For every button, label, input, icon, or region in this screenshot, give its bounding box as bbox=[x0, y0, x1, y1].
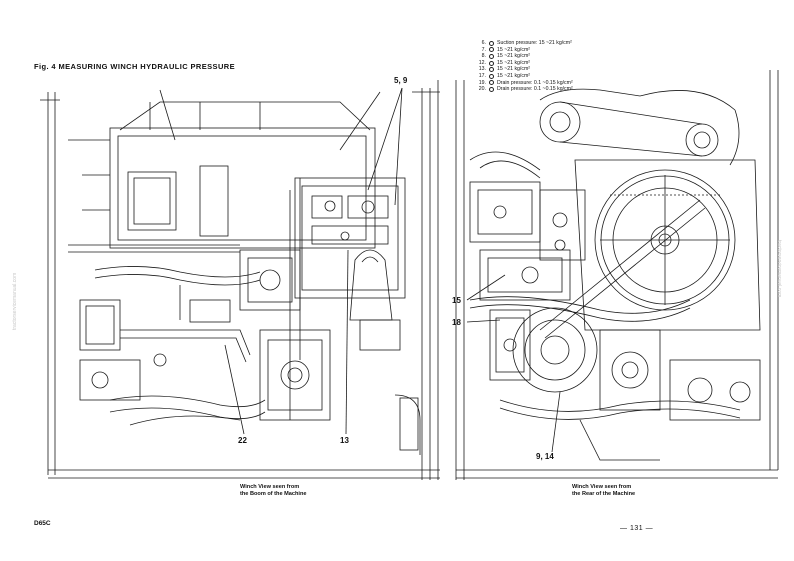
legend-text: 15 ~21 kg/cm² bbox=[497, 66, 531, 73]
legend-row: 19. Drain pressure: 0.1 ~0.15 kg/cm² bbox=[472, 80, 612, 87]
legend-row: 12. 15 ~21 kg/cm² bbox=[472, 60, 612, 67]
legend-text: Suction pressure: 15 ~21 kg/cm² bbox=[497, 40, 572, 46]
gauge-port-icon bbox=[489, 53, 494, 59]
pressure-legend: 6. Suction pressure: 15 ~21 kg/cm² 7. 15 ~2… bbox=[472, 40, 612, 93]
right-view-drum bbox=[574, 159, 761, 331]
page-number: — 131 — bbox=[620, 525, 654, 532]
legend-text: 15 ~21 kg/cm² bbox=[497, 53, 531, 60]
callout-18: 18 bbox=[452, 318, 461, 327]
callout-9-14: 9, 14 bbox=[536, 452, 554, 461]
figure-title: Fig. 4 MEASURING WINCH HYDRAULIC PRESSUR… bbox=[34, 62, 235, 71]
legend-text: 15 ~21 kg/cm² bbox=[497, 59, 531, 66]
legend-number: 7. bbox=[481, 46, 486, 53]
legend-text: Drain pressure: 0.1 ~0.15 kg/cm² bbox=[497, 79, 573, 86]
watermark-right: tractorservicemanual.com bbox=[776, 240, 782, 298]
right-view-hoses bbox=[469, 151, 741, 461]
caption-right-line1: Winch View seen from bbox=[572, 484, 632, 490]
left-view-valves bbox=[239, 177, 406, 421]
caption-left: Winch View seen from the Boom of the Mac… bbox=[240, 484, 307, 498]
gauge-port-icon bbox=[489, 80, 494, 86]
legend-number: 20. bbox=[478, 86, 486, 93]
gauge-port-icon bbox=[489, 86, 494, 92]
legend-text: 15 ~21 kg/cm² bbox=[497, 46, 531, 53]
legend-row: 7. 15 ~21 kg/cm² bbox=[472, 47, 612, 54]
left-view-housing bbox=[68, 89, 381, 253]
legend-row: 17. 15 ~21 kg/cm² bbox=[472, 73, 612, 80]
gauge-port-icon bbox=[489, 73, 494, 79]
right-view-frame bbox=[455, 70, 779, 480]
legend-text: 15 ~21 kg/cm² bbox=[497, 72, 531, 79]
right-leader-lines bbox=[466, 274, 561, 453]
caption-right-line2: the Rear of the Machine bbox=[572, 491, 636, 498]
left-view-piping bbox=[79, 266, 421, 455]
caption-left-line2: the Boom of the Machine bbox=[240, 491, 307, 498]
gauge-port-icon bbox=[489, 40, 494, 46]
caption-left-line1: Winch View seen from bbox=[240, 484, 300, 490]
legend-number: 19. bbox=[478, 79, 486, 86]
gauge-port-icon bbox=[489, 60, 494, 66]
legend-number: 12. bbox=[478, 59, 486, 66]
legend-row: 6. Suction pressure: 15 ~21 kg/cm² bbox=[472, 40, 612, 47]
legend-number: 8. bbox=[481, 53, 486, 60]
callout-5-9: 5, 9 bbox=[394, 76, 408, 85]
legend-row: 20. Drain pressure: 0.1 ~0.15 kg/cm² bbox=[472, 86, 612, 93]
gauge-port-icon bbox=[489, 67, 494, 73]
legend-number: 6. bbox=[481, 40, 486, 46]
legend-number: 13. bbox=[478, 66, 486, 73]
callout-15: 15 bbox=[452, 296, 461, 305]
callout-13: 13 bbox=[340, 436, 349, 445]
legend-row: 13. 15 ~21 kg/cm² bbox=[472, 66, 612, 73]
right-view-valves bbox=[469, 181, 761, 421]
legend-text: Drain pressure: 0.1 ~0.15 kg/cm² bbox=[497, 86, 573, 93]
callout-22: 22 bbox=[238, 436, 247, 445]
caption-right: Winch View seen from the Rear of the Mac… bbox=[572, 484, 635, 498]
legend-row: 8. 15 ~21 kg/cm² bbox=[472, 53, 612, 60]
gauge-port-icon bbox=[489, 47, 494, 53]
model-label: D65C bbox=[34, 520, 51, 527]
legend-number: 17. bbox=[478, 72, 486, 79]
left-view-frame bbox=[40, 80, 440, 480]
left-leader-lines bbox=[224, 87, 403, 435]
watermark-left: tractorservicemanual.com bbox=[12, 272, 18, 330]
